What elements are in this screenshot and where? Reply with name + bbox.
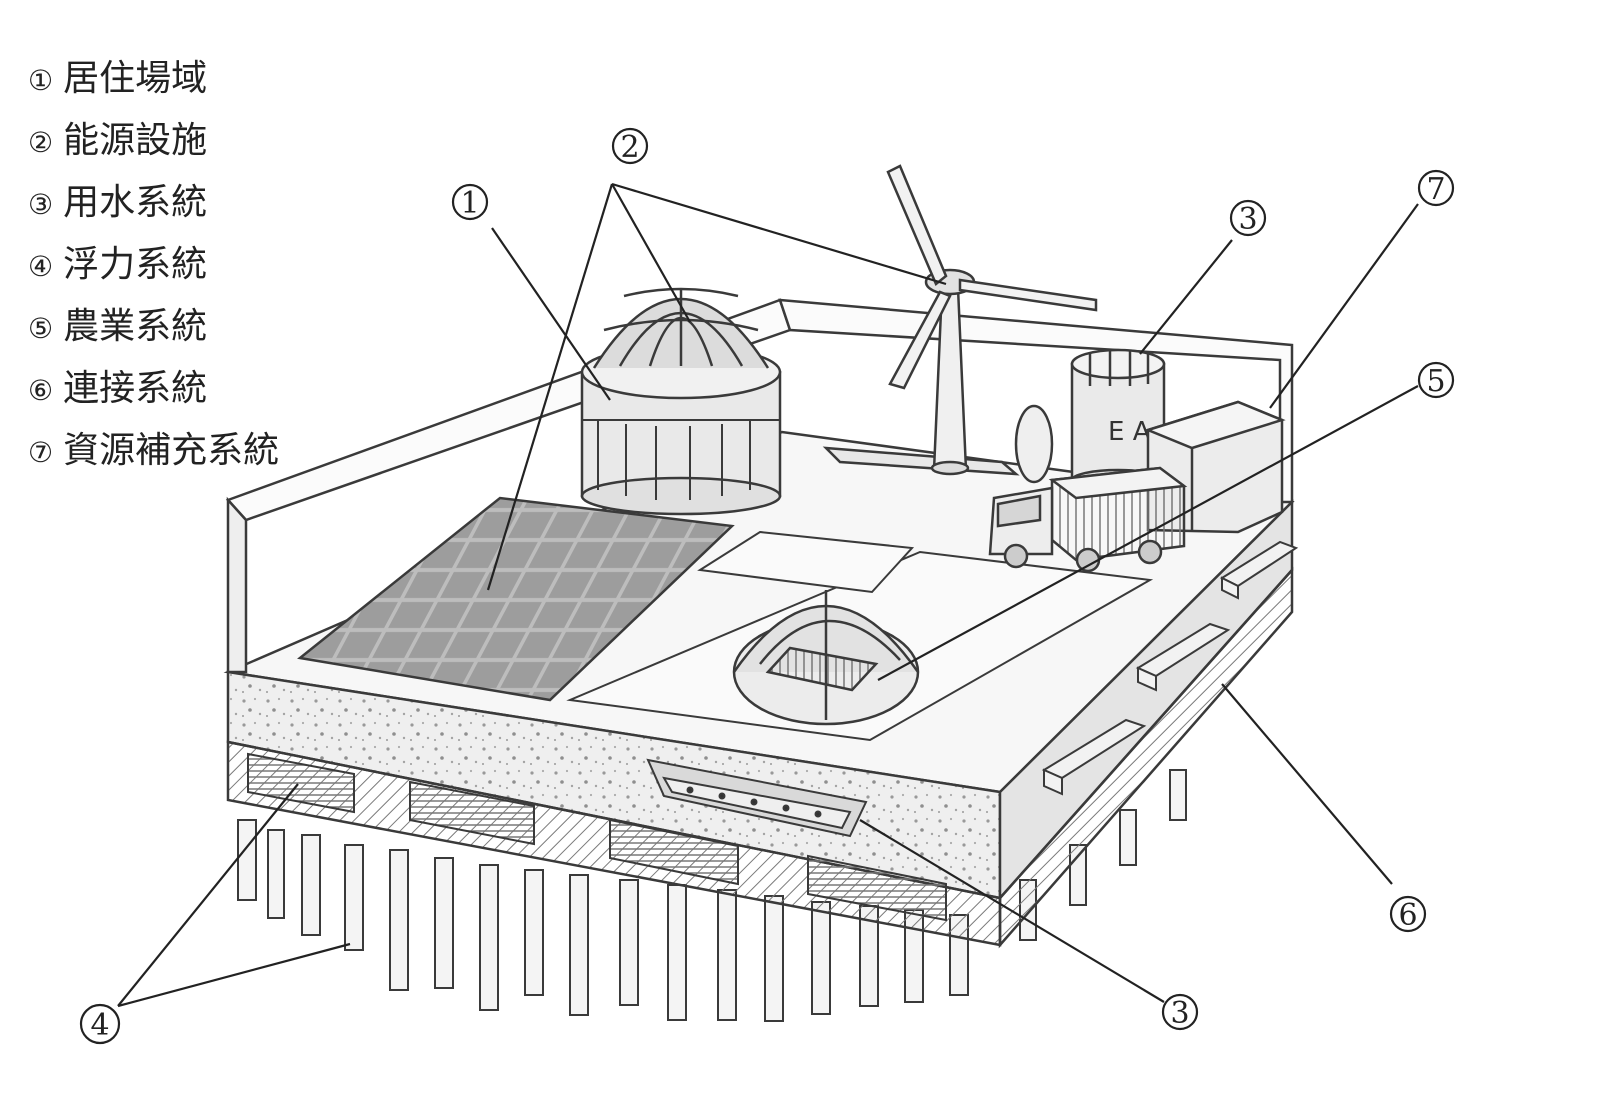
buoyancy-pillars bbox=[237, 769, 1187, 1022]
wind-turbine bbox=[822, 164, 1098, 476]
connection-docks bbox=[1041, 540, 1299, 796]
svg-text:2: 2 bbox=[620, 130, 639, 165]
legend-label: 浮力系統 bbox=[63, 244, 208, 285]
container-truck bbox=[988, 466, 1188, 573]
legend-label: 連接系統 bbox=[63, 368, 208, 409]
legend-label: 資源補充系統 bbox=[63, 430, 280, 471]
solar-panels bbox=[297, 496, 735, 702]
svg-text:3: 3 bbox=[1170, 996, 1189, 1031]
living-dome-building bbox=[580, 287, 782, 516]
callout-energy: 2 bbox=[611, 127, 649, 165]
callout-living-area: 1 bbox=[451, 183, 489, 221]
svg-text:3: 3 bbox=[1238, 202, 1257, 237]
callout-agriculture: 5 bbox=[1417, 361, 1455, 399]
greenhouse-dome bbox=[732, 590, 920, 726]
callout-water-top: 3 bbox=[1229, 199, 1267, 237]
svg-text:4: 4 bbox=[90, 1008, 109, 1043]
building-sign: E A bbox=[1108, 417, 1151, 447]
legend-label: 農業系統 bbox=[63, 306, 208, 347]
svg-text:5: 5 bbox=[1426, 364, 1445, 399]
legend-label: 居住場域 bbox=[63, 58, 208, 99]
legend-label: 能源設施 bbox=[63, 120, 208, 161]
svg-text:7: 7 bbox=[1426, 172, 1445, 207]
left-wall bbox=[226, 496, 248, 674]
water-outlet bbox=[646, 758, 868, 838]
callout-connection: 6 bbox=[1389, 895, 1427, 933]
callout-resource-supply: 7 bbox=[1417, 169, 1455, 207]
hatched-base-side bbox=[998, 566, 1294, 949]
callout-buoyancy: 4 bbox=[79, 1003, 121, 1045]
svg-text:6: 6 bbox=[1398, 898, 1417, 933]
legend-label: 用水系統 bbox=[63, 182, 208, 223]
leader-lines bbox=[117, 182, 1419, 1008]
buoyancy-chambers bbox=[247, 752, 947, 922]
svg-text:1: 1 bbox=[460, 186, 479, 221]
callout-water-bottom: 3 bbox=[1161, 993, 1199, 1031]
